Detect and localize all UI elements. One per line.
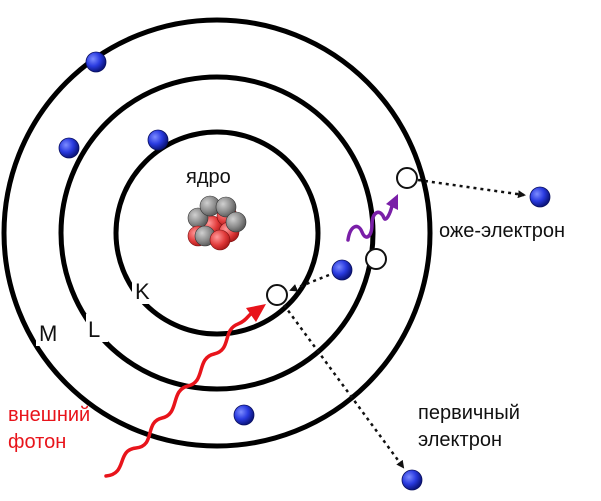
primary-electron-path	[282, 304, 405, 469]
electron-k-shell	[147, 129, 169, 151]
nucleus-icon	[187, 195, 247, 251]
k-shell-vacancy	[266, 284, 288, 306]
electron-m-shell-top	[85, 51, 107, 73]
shell-k-label: K	[135, 279, 150, 304]
l-shell-vacancy	[365, 248, 387, 270]
primary-electron	[401, 469, 423, 491]
auger-electron	[529, 186, 551, 208]
shell-l-label: L	[88, 317, 100, 342]
shell-m-label: M	[39, 321, 57, 346]
primary-electron-label-line2: электрон	[418, 429, 502, 451]
auger-electron-label: оже-электрон	[439, 220, 565, 242]
shell-m-orbit	[1, 17, 433, 449]
emitted-photon-icon	[346, 194, 398, 242]
transition-electron	[331, 259, 353, 281]
electron-m-shell-bottom	[233, 404, 255, 426]
primary-electron-label-line1: первичный	[418, 402, 520, 424]
m-shell-vacancy	[396, 167, 418, 189]
auger-electron-path	[417, 178, 526, 199]
nucleus-label: ядро	[186, 166, 231, 188]
incoming-photon-icon	[104, 304, 266, 478]
electron-l-shell	[58, 137, 80, 159]
shell-l-orbit	[58, 74, 376, 392]
external-photon-label-line2: фотон	[8, 431, 66, 453]
external-photon-label-line1: внешний	[8, 404, 90, 426]
shell-k-orbit	[113, 129, 321, 337]
